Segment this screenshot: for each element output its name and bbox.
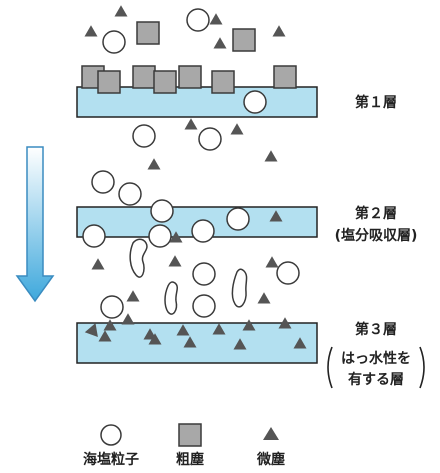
coarse-particle: [178, 65, 202, 89]
fine-particle: [233, 338, 247, 350]
fine-particle: [183, 336, 197, 348]
fine-particle: [293, 337, 307, 349]
salt-particle: [91, 170, 115, 194]
fine-particle: [169, 231, 183, 243]
fine-particle: [168, 255, 182, 267]
salt-particle: [148, 224, 172, 248]
salt-particle: [102, 30, 126, 54]
fine-particle: [148, 333, 162, 345]
fine-particle: [126, 290, 140, 302]
fine-particle: [212, 323, 226, 335]
deformed-salt-particle: [129, 238, 148, 278]
deformed-salt-particle: [231, 268, 248, 308]
fine-particle: [91, 258, 105, 270]
fine-particle: [184, 118, 198, 130]
legend-coarse-label: 粗塵: [176, 451, 204, 468]
salt-particle: [82, 224, 106, 248]
salt-particle: [150, 199, 174, 223]
fine-particle: [84, 25, 98, 37]
layer-2-sublabel: (塩分吸収層): [335, 227, 418, 244]
fine-particle: [121, 313, 135, 325]
salt-particle: [276, 261, 300, 285]
salt-particle: [192, 294, 216, 318]
legend-fine-label: 微塵: [256, 451, 285, 468]
salt-particle: [100, 295, 124, 319]
fine-particle: [230, 123, 244, 135]
deformed-salt-particle: [164, 281, 178, 315]
fine-particle: [269, 210, 283, 222]
fine-particle: [264, 150, 278, 162]
legend-salt-label: 海塩粒子: [83, 451, 139, 468]
fine-particle: [272, 25, 286, 37]
coarse-particle: [211, 70, 235, 94]
salt-particle: [186, 8, 210, 32]
flow-direction-arrow: [15, 146, 55, 303]
salt-particle: [118, 182, 142, 206]
salt-particle: [191, 219, 215, 243]
layer-3-sublabel-line-1: はっ水性を: [341, 350, 411, 367]
fine-particle: [242, 319, 256, 331]
salt-particle: [243, 90, 267, 114]
fine-particle: [114, 5, 128, 17]
layer-2-label: 第２層: [355, 205, 397, 222]
fine-particle: [176, 324, 190, 336]
coarse-particle: [232, 28, 256, 52]
coarse-particle: [153, 70, 177, 94]
fine-particle: [213, 37, 227, 49]
coarse-particle: [97, 70, 121, 94]
layer-3-right-paren: [419, 346, 425, 389]
particles-group: [81, 5, 307, 350]
layer-1-label: 第１層: [355, 94, 397, 111]
salt-particle: [132, 124, 156, 148]
fine-particle: [278, 317, 292, 329]
fine-particle: [147, 158, 161, 170]
layer-3-band: [76, 322, 318, 364]
layer-3-left-paren: [327, 346, 333, 389]
layer-3-sublabel-line-2: 有する層: [348, 371, 404, 388]
fine-particle: [257, 292, 271, 304]
coarse-particle: [273, 65, 297, 89]
salt-particle: [198, 127, 222, 151]
coarse-particle: [132, 65, 156, 89]
salt-particle: [226, 207, 250, 231]
fine-particle: [103, 319, 117, 331]
coarse-particle: [136, 21, 160, 45]
legend-salt-icon: [100, 424, 122, 446]
legend-fine-icon: [263, 427, 279, 440]
fine-particle: [209, 13, 223, 25]
layer-3-label: 第３層: [355, 321, 397, 338]
fine-particle: [84, 323, 98, 337]
fine-particle: [265, 256, 279, 268]
salt-particle: [192, 262, 216, 286]
fine-particle: [98, 330, 112, 342]
legend-coarse-icon: [178, 423, 202, 447]
